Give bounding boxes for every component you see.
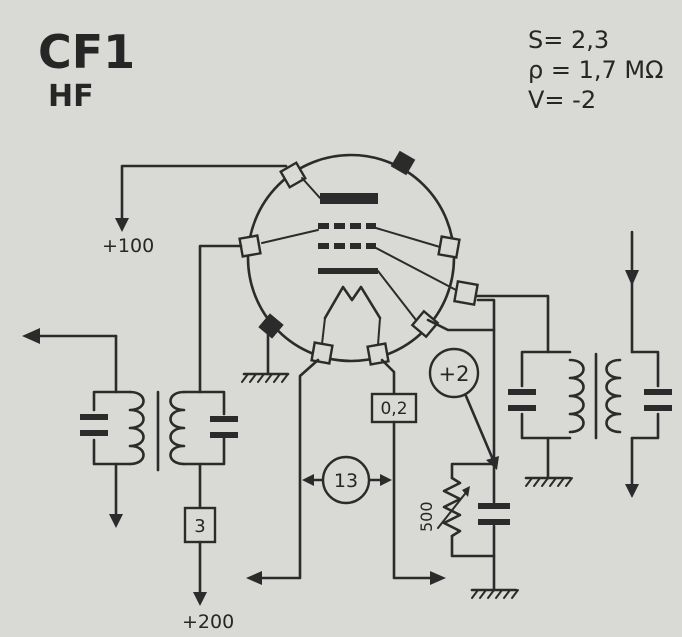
pin-top-left bbox=[279, 161, 307, 189]
anode-supply-arrow bbox=[193, 592, 207, 606]
cathode-left-arrow bbox=[246, 571, 262, 585]
pin-right-mid bbox=[453, 280, 479, 306]
grid-feed-wire bbox=[198, 244, 243, 394]
cathode-left-wire bbox=[252, 358, 320, 580]
left-tank-primary bbox=[80, 390, 145, 466]
right-coil-b bbox=[605, 358, 622, 434]
left-coil-b bbox=[169, 390, 186, 466]
pin-bottom-left bbox=[310, 341, 334, 365]
screen-arrow bbox=[115, 218, 129, 232]
trimmer-resistor bbox=[442, 476, 462, 538]
left-tank-secondary bbox=[169, 390, 238, 466]
anode-resistor-label: 3 bbox=[194, 516, 205, 537]
bias-pointer bbox=[464, 394, 496, 464]
spec-s: S= 2,3 bbox=[528, 26, 609, 54]
right-input-arrow bbox=[625, 270, 639, 286]
anode-voltage-label: +200 bbox=[182, 611, 234, 633]
tube-pins bbox=[238, 150, 479, 366]
pin-bottom-right bbox=[366, 342, 390, 366]
spec-v: V= -2 bbox=[528, 86, 596, 114]
control-grid bbox=[318, 268, 378, 274]
cathode-heater bbox=[323, 285, 382, 320]
bias-badge bbox=[428, 347, 480, 399]
right-tank-primary bbox=[508, 350, 585, 440]
spec-rho: ρ = 1,7 MΩ bbox=[528, 56, 663, 84]
trimmer-label: 500 bbox=[417, 501, 436, 532]
right-down-arrow bbox=[625, 484, 639, 498]
screen-voltage-label: +100 bbox=[102, 235, 154, 257]
anode-output-wire bbox=[474, 294, 550, 354]
pin-top-right bbox=[390, 150, 416, 176]
cathode-resistor-label: 0,2 bbox=[380, 399, 407, 419]
cathode-right-arrow bbox=[430, 571, 446, 585]
cathode-right-wire bbox=[392, 420, 440, 580]
pin-right-lower bbox=[410, 309, 440, 339]
band-label: HF bbox=[48, 79, 94, 114]
internal-wiring bbox=[261, 177, 457, 346]
grid-return-wire bbox=[476, 298, 496, 466]
bias-label: +2 bbox=[439, 362, 470, 386]
pin-shield bbox=[258, 313, 284, 339]
pin-right-upper bbox=[437, 235, 461, 259]
screen-grid bbox=[318, 223, 376, 249]
pin-left bbox=[238, 234, 262, 258]
right-coil-a bbox=[568, 358, 585, 434]
pin-13-badge bbox=[321, 455, 371, 505]
left-coil-a bbox=[128, 390, 145, 466]
output-arrow bbox=[22, 328, 40, 344]
pin-13-label: 13 bbox=[334, 470, 358, 492]
right-tank-secondary bbox=[605, 350, 672, 440]
tube-anode bbox=[320, 193, 378, 204]
left-down-arrow bbox=[109, 514, 123, 528]
tube-title: CF1 bbox=[38, 25, 135, 79]
screen-feed-wire bbox=[120, 164, 288, 227]
